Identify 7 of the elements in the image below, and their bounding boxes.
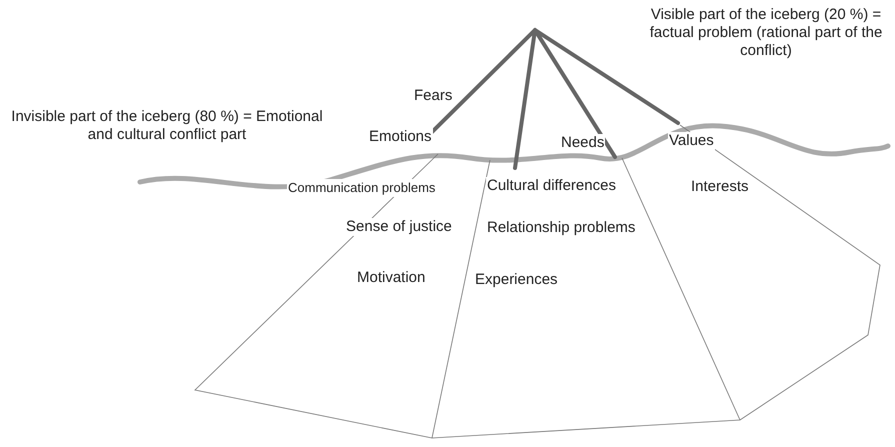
annotation-text: Invisible part of the iceberg (80 %) = Emotional and cultural conflict part: [10, 108, 324, 144]
iceberg-label: Relationship problems: [486, 219, 636, 237]
iceberg-label: Experiences: [474, 271, 559, 289]
iceberg-label: Communication problems: [287, 179, 436, 197]
annotation-text: Visible part of the iceberg (20 %) = factual problem (rational part of the conflict): [648, 6, 884, 60]
iceberg-label: Values: [668, 132, 715, 150]
iceberg-label: Sense of justice: [345, 218, 453, 236]
